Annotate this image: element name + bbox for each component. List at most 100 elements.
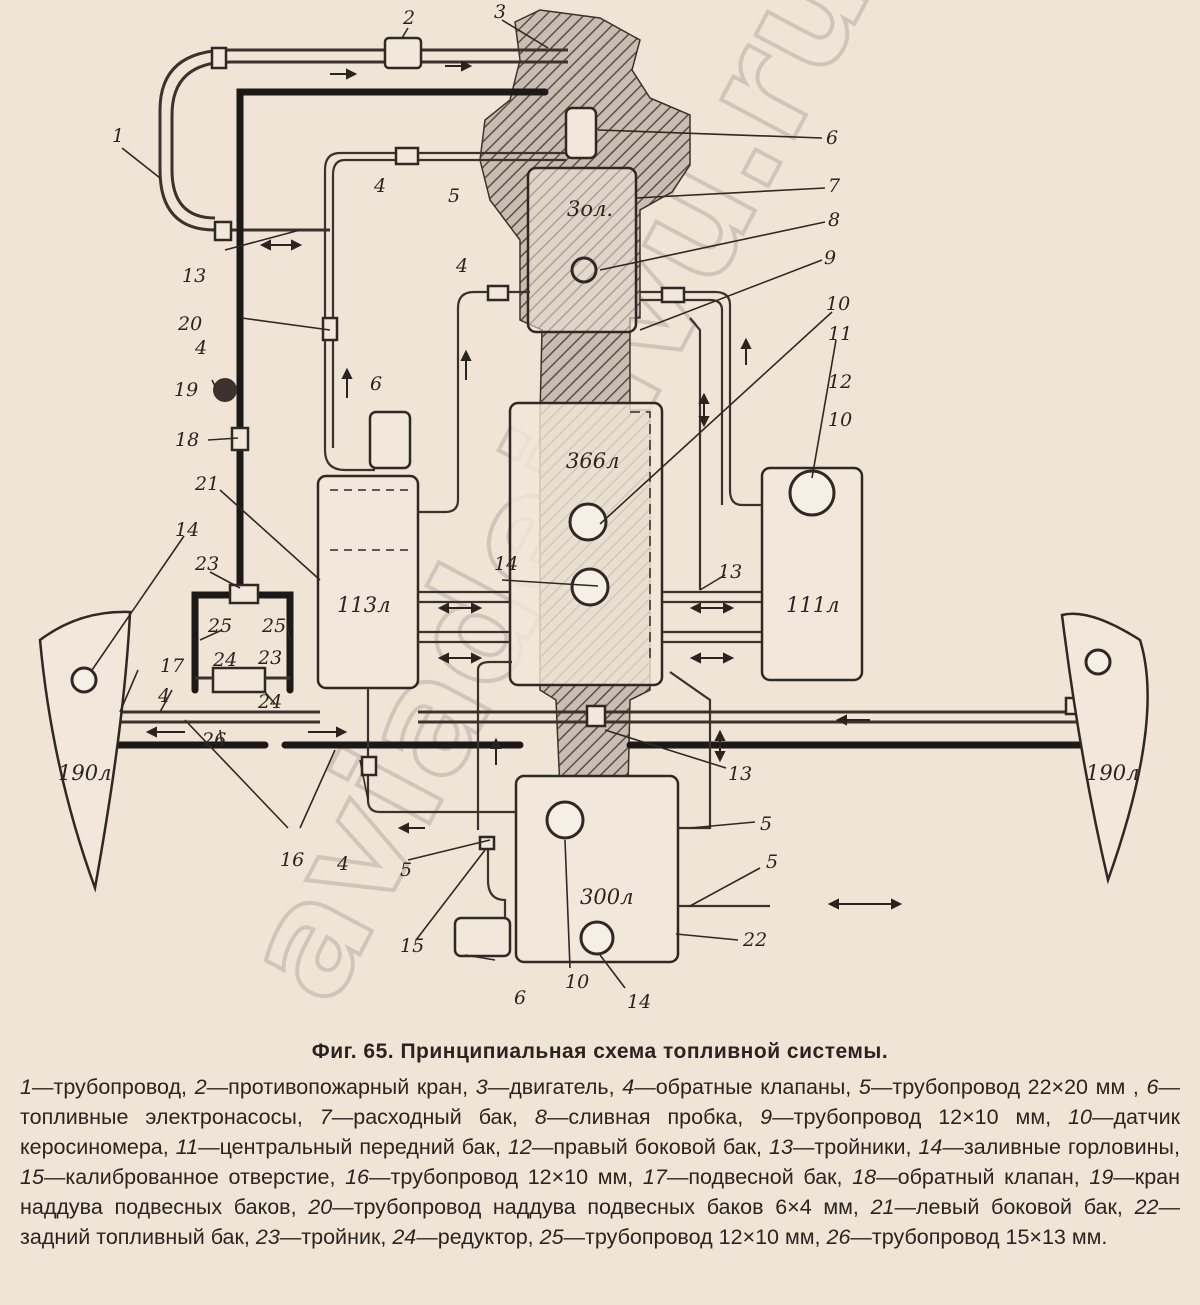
callout-3: 3 [494, 1, 506, 23]
pipe-9-right [640, 290, 762, 507]
legend-item-number: 15 [20, 1165, 44, 1189]
pipe-20 [236, 88, 549, 594]
cross-pipe-left [105, 710, 320, 724]
tee-23 [228, 583, 260, 605]
legend-item-number: 7 [319, 1105, 332, 1129]
pipe-5-top [323, 151, 566, 472]
legend-item-text: подвесной бак, [688, 1165, 843, 1189]
callout-16: 16 [280, 849, 304, 871]
legend-item: 2—противопожарный кран, [194, 1075, 469, 1099]
legend-item-text: правый боковой бак, [553, 1135, 762, 1159]
callout-5-b: 5 [400, 859, 412, 881]
callout-10-b: 10 [828, 409, 852, 431]
legend-item-number: 3 [475, 1075, 488, 1099]
callout-24-b: 24 [257, 691, 282, 713]
cross-pipe-center [418, 710, 1080, 724]
legend-item-number: 20 [308, 1195, 333, 1219]
legend-item: 5—трубопровод 22×20 мм , [858, 1075, 1139, 1099]
callout-17: 17 [160, 655, 185, 677]
callout-2: 2 [402, 7, 415, 29]
left-side-tank [316, 474, 420, 690]
callout-14-b: 14 [175, 519, 199, 541]
expense-pump [564, 106, 598, 160]
legend-item: 20—трубопровод наддува подвесных баков 6… [308, 1195, 859, 1219]
link-left-central-2 [418, 630, 510, 644]
callout-21: 21 [194, 473, 219, 495]
callout-8: 8 [828, 209, 840, 231]
callout-18: 18 [175, 429, 199, 451]
pipe-1 [158, 48, 568, 232]
legend-item-text: трубопровод 12×10 мм, [390, 1165, 634, 1189]
rear-gauge [545, 800, 585, 840]
legend-item: 25—трубопровод 12×10 мм, [539, 1225, 821, 1249]
legend-item-text: расходный бак, [353, 1105, 518, 1129]
pipe-13-right [689, 317, 702, 590]
pipe-1-inner [170, 60, 568, 220]
callout-14-a: 14 [494, 553, 518, 575]
legend-item-number: 12 [507, 1135, 532, 1159]
callout-12: 12 [828, 371, 852, 393]
check-valve-4-a [394, 146, 420, 166]
callout-13-a: 13 [182, 265, 206, 287]
callout-6-c: 6 [514, 987, 526, 1009]
legend-item-number: 19 [1089, 1165, 1114, 1189]
legend-item-number: 26 [826, 1225, 851, 1249]
legend-item-text: тройники, [814, 1135, 912, 1159]
figure-caption: Фиг. 65. Принципиальная схема топливной … [14, 1040, 1186, 1302]
legend-item-text: датчик керосиномера, [20, 1105, 1180, 1159]
callout-23-a: 23 [194, 553, 219, 575]
legend-item: 7—расходный бак, [319, 1105, 518, 1129]
callout-4-c: 4 [194, 337, 207, 359]
central-front-tank [508, 401, 664, 687]
calibrated-orifice [478, 835, 496, 851]
legend-item-text: сливная пробка, [568, 1105, 744, 1129]
legend-item: 10—датчик керосиномера, [20, 1105, 1180, 1159]
leader-lines [91, 19, 837, 989]
legend-item-number: 10 [1068, 1105, 1092, 1129]
right-gauge [788, 469, 836, 517]
legend-item-text: левый боковой бак, [915, 1195, 1123, 1219]
legend-item-number: 13 [768, 1135, 793, 1159]
rear-pipes [366, 660, 770, 908]
legend-item-number: 18 [852, 1165, 877, 1189]
pipe-9-right-2 [640, 298, 724, 505]
legend-item-number: 11 [175, 1135, 199, 1159]
legend-item-text: калиброванное отверстие, [65, 1165, 336, 1189]
callout-6-b: 6 [370, 373, 382, 395]
callout-1: 1 [112, 125, 124, 147]
legend-item-number: 21 [870, 1195, 895, 1219]
drop-left-filler [70, 666, 98, 694]
legend-item-text: трубопровод 15×13 мм. [871, 1225, 1108, 1249]
check-valve-4-rear [360, 755, 378, 777]
legend-item-text: двигатель, [509, 1075, 615, 1099]
legend-item-text: редуктор, [437, 1225, 534, 1249]
legend-item-text: топливные электронасосы, [20, 1105, 303, 1129]
callout-10-a: 10 [826, 293, 850, 315]
rear-pipe-15 [486, 840, 507, 918]
legend-item: 13—тройники, [768, 1135, 912, 1159]
callout-25-a: 25 [207, 615, 232, 637]
legend-item: 22—задний топливный бак, [20, 1195, 1180, 1249]
callout-5-a: 5 [448, 185, 460, 207]
legend-item-text: задний топливный бак, [20, 1225, 250, 1249]
legend-item: 15—калиброванное отверстие, [20, 1165, 336, 1189]
rear-filler [579, 920, 615, 956]
pipe-5-top-2 [331, 158, 566, 448]
callout-24-a: 24 [212, 649, 237, 671]
legend-item-text: обратный клапан, [897, 1165, 1080, 1189]
link-central-right-1 [662, 590, 762, 604]
legend-item-number: 25 [539, 1225, 564, 1249]
legend-item: 9—трубопровод 12×10 мм, [760, 1105, 1052, 1129]
link-central-right-2 [662, 630, 762, 644]
tee-13-center [585, 704, 607, 728]
tee-top-left [210, 46, 228, 70]
callout-19: 19 [174, 379, 198, 401]
valve-19 [213, 378, 237, 402]
figure-legend: 1—трубопровод, 2—противопожарный кран, 3… [20, 1072, 1180, 1252]
callout-13-c: 13 [728, 763, 752, 785]
drop-tank-right-volume: 190л [1086, 761, 1139, 785]
drop-tank-left-volume: 190л [58, 761, 111, 785]
flow-arrows [145, 60, 903, 910]
callout-4-d: 4 [157, 685, 170, 707]
legend-item-number: 17 [642, 1165, 667, 1189]
